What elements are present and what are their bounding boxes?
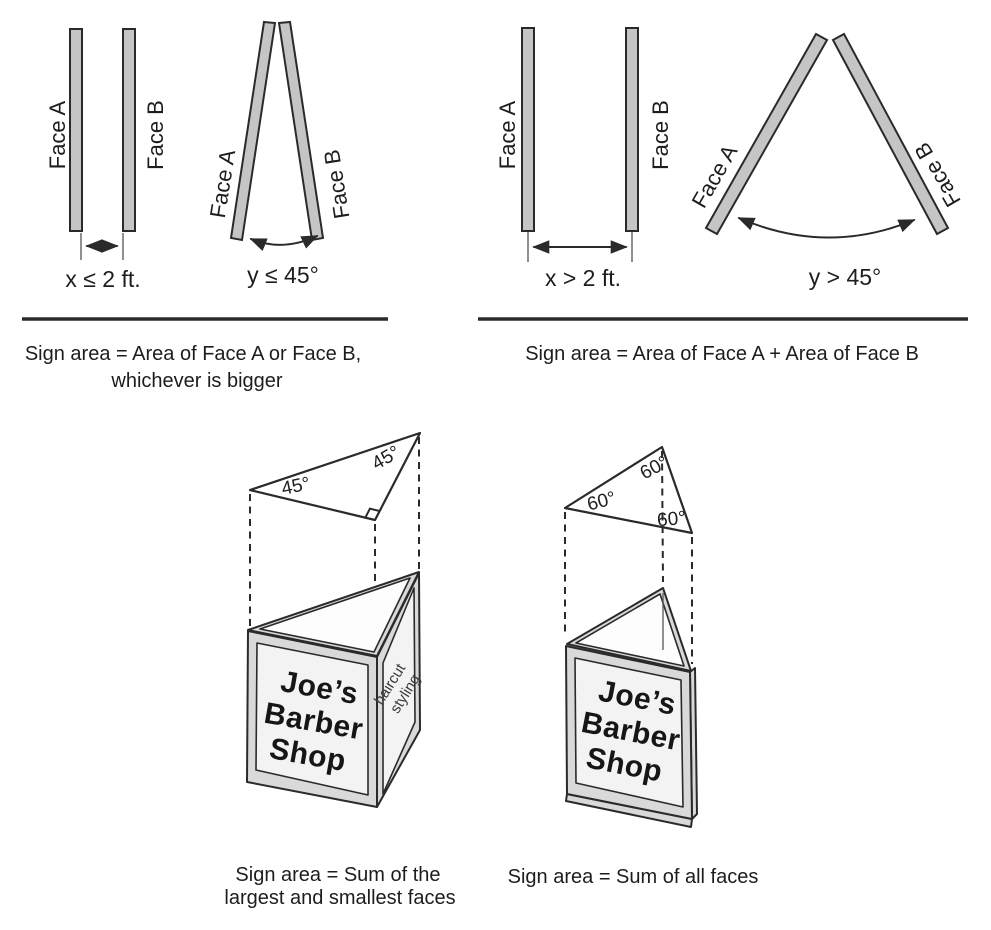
- plan-triangle: [248, 431, 422, 522]
- face-a-label: Face A: [45, 100, 70, 169]
- angle-arc-arrow: [249, 235, 319, 252]
- face-b-label: Face B: [319, 148, 355, 221]
- plan-angle-right-label: 60°: [656, 508, 686, 531]
- caption-line1: Sign area = Sum of all faces: [508, 866, 759, 888]
- sign-text: Joe’s Barber Shop: [262, 665, 366, 778]
- prism-top-face-inner: [575, 593, 685, 667]
- prism-front-face-panel: [255, 642, 369, 796]
- panel-equilateral-triangle-prism: 60° 60° 60° Joe’s Barber Shop Sign area …: [508, 445, 759, 888]
- caption-line2: whichever is bigger: [110, 370, 283, 392]
- prism-top-face-inner: [259, 577, 411, 653]
- face-a-bar: [69, 28, 83, 232]
- face-b-bar-angled: [277, 20, 325, 242]
- face-a-bar-angled: [229, 20, 277, 242]
- distance-label: x ≤ 2 ft.: [65, 266, 140, 292]
- plan-angle-top-label: 45°: [369, 442, 404, 475]
- face-b-bar: [625, 27, 639, 232]
- plan-angle-left-label: 45°: [280, 473, 312, 500]
- panel-two-faces-close: Face A Face B x ≤ 2 ft. Face A Face B y …: [22, 20, 388, 392]
- right-angle-mark: [364, 507, 381, 519]
- plan-angle-top-label: 60°: [637, 452, 672, 484]
- caption-line2: largest and smallest faces: [224, 887, 455, 909]
- face-b-bar: [122, 28, 136, 232]
- angle-label: y ≤ 45°: [247, 262, 319, 288]
- caption-line1: Sign area = Area of Face A or Face B,: [25, 343, 361, 365]
- face-a-bar-angled: [704, 32, 829, 236]
- plan-triangle: [563, 445, 694, 535]
- face-b-label: Face B: [143, 100, 168, 170]
- projection-dashed-line: [661, 450, 664, 583]
- face-b-bar-angled: [831, 32, 950, 236]
- panel-right-triangle-prism: 45° 45° Joe’s Barber Shop haircut stylin…: [224, 431, 456, 909]
- panel-two-faces-far: Face A Face B x > 2 ft. Face A Face B y …: [478, 27, 968, 365]
- face-b-label: Face B: [648, 100, 673, 170]
- caption-line1: Sign area = Sum of the: [235, 864, 440, 886]
- distance-label: x > 2 ft.: [545, 265, 621, 291]
- face-a-label: Face A: [495, 100, 520, 169]
- prism-side-face-panel: [382, 587, 416, 795]
- angle-arc-arrow: [737, 217, 916, 239]
- caption-line1: Sign area = Area of Face A + Area of Fac…: [525, 343, 919, 365]
- face-a-bar: [521, 27, 535, 232]
- angle-label: y > 45°: [809, 264, 882, 290]
- prism-front-face-panel: [574, 657, 684, 808]
